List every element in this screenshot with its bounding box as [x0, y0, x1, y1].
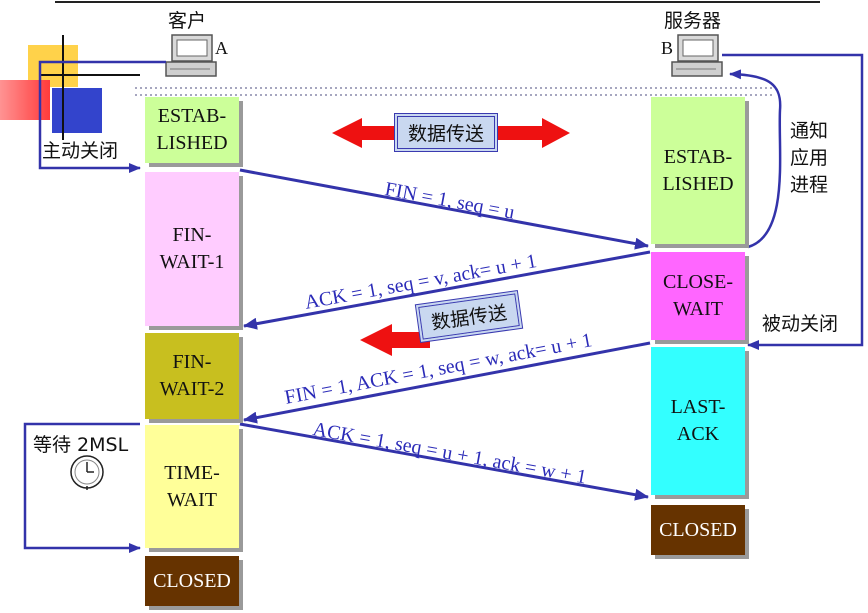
- server-computer-icon: [671, 34, 723, 77]
- client-state-fin-wait-2: FIN- WAIT-2: [145, 333, 239, 419]
- client-state-label: CLOSED: [153, 569, 231, 592]
- data-transfer-label-1: 数据传送: [394, 114, 498, 151]
- client-state-established: ESTAB- LISHED: [145, 97, 239, 163]
- client-host-label: A: [215, 38, 228, 58]
- server-state-last-ack: LAST- ACK: [651, 347, 745, 495]
- client-state-label: TIME- WAIT: [164, 461, 220, 511]
- client-title: 客户: [168, 10, 207, 32]
- server-state-label: ESTAB- LISHED: [662, 145, 734, 195]
- passive-close-label: 被动关闭: [762, 313, 839, 335]
- notify-app-arrow: [729, 69, 782, 249]
- notify-app-label: 通知 应用 进程: [790, 120, 829, 196]
- active-close-arrow: [38, 60, 166, 173]
- wait-2msl-arrow: [23, 422, 141, 553]
- passive-close-arrow: [722, 53, 864, 350]
- ack2-arrow: [239, 422, 649, 501]
- server-host-label: B: [661, 38, 674, 58]
- server-state-established: ESTAB- LISHED: [651, 97, 745, 244]
- active-close-label: 主动关闭: [42, 140, 119, 162]
- server-state-label: LAST- ACK: [670, 396, 726, 445]
- server-state-close-wait: CLOSE- WAIT: [651, 252, 745, 340]
- data-transfer-left-arrow: [360, 324, 430, 356]
- client-computer-icon: [165, 34, 217, 77]
- fin2-arrow: [243, 341, 651, 424]
- decorative-squares: [0, 35, 140, 140]
- client-state-fin-wait-1: FIN- WAIT-1: [145, 172, 239, 326]
- server-state-label: CLOSED: [659, 518, 737, 541]
- client-state-label: FIN- WAIT-2: [159, 351, 225, 400]
- ack1-arrow: [243, 250, 651, 330]
- client-state-time-wait: TIME- WAIT: [145, 425, 239, 548]
- wait-2msl-label: 等待 2MSL: [33, 434, 129, 456]
- client-state-label: FIN- WAIT-1: [159, 224, 225, 273]
- server-state-closed: CLOSED: [651, 505, 745, 555]
- fin1-arrow: [239, 168, 649, 250]
- server-state-label: CLOSE- WAIT: [663, 271, 733, 320]
- client-state-label: ESTAB- LISHED: [156, 105, 228, 154]
- client-state-closed: CLOSED: [145, 556, 239, 606]
- clock-icon: [70, 455, 104, 490]
- server-title: 服务器: [664, 10, 722, 32]
